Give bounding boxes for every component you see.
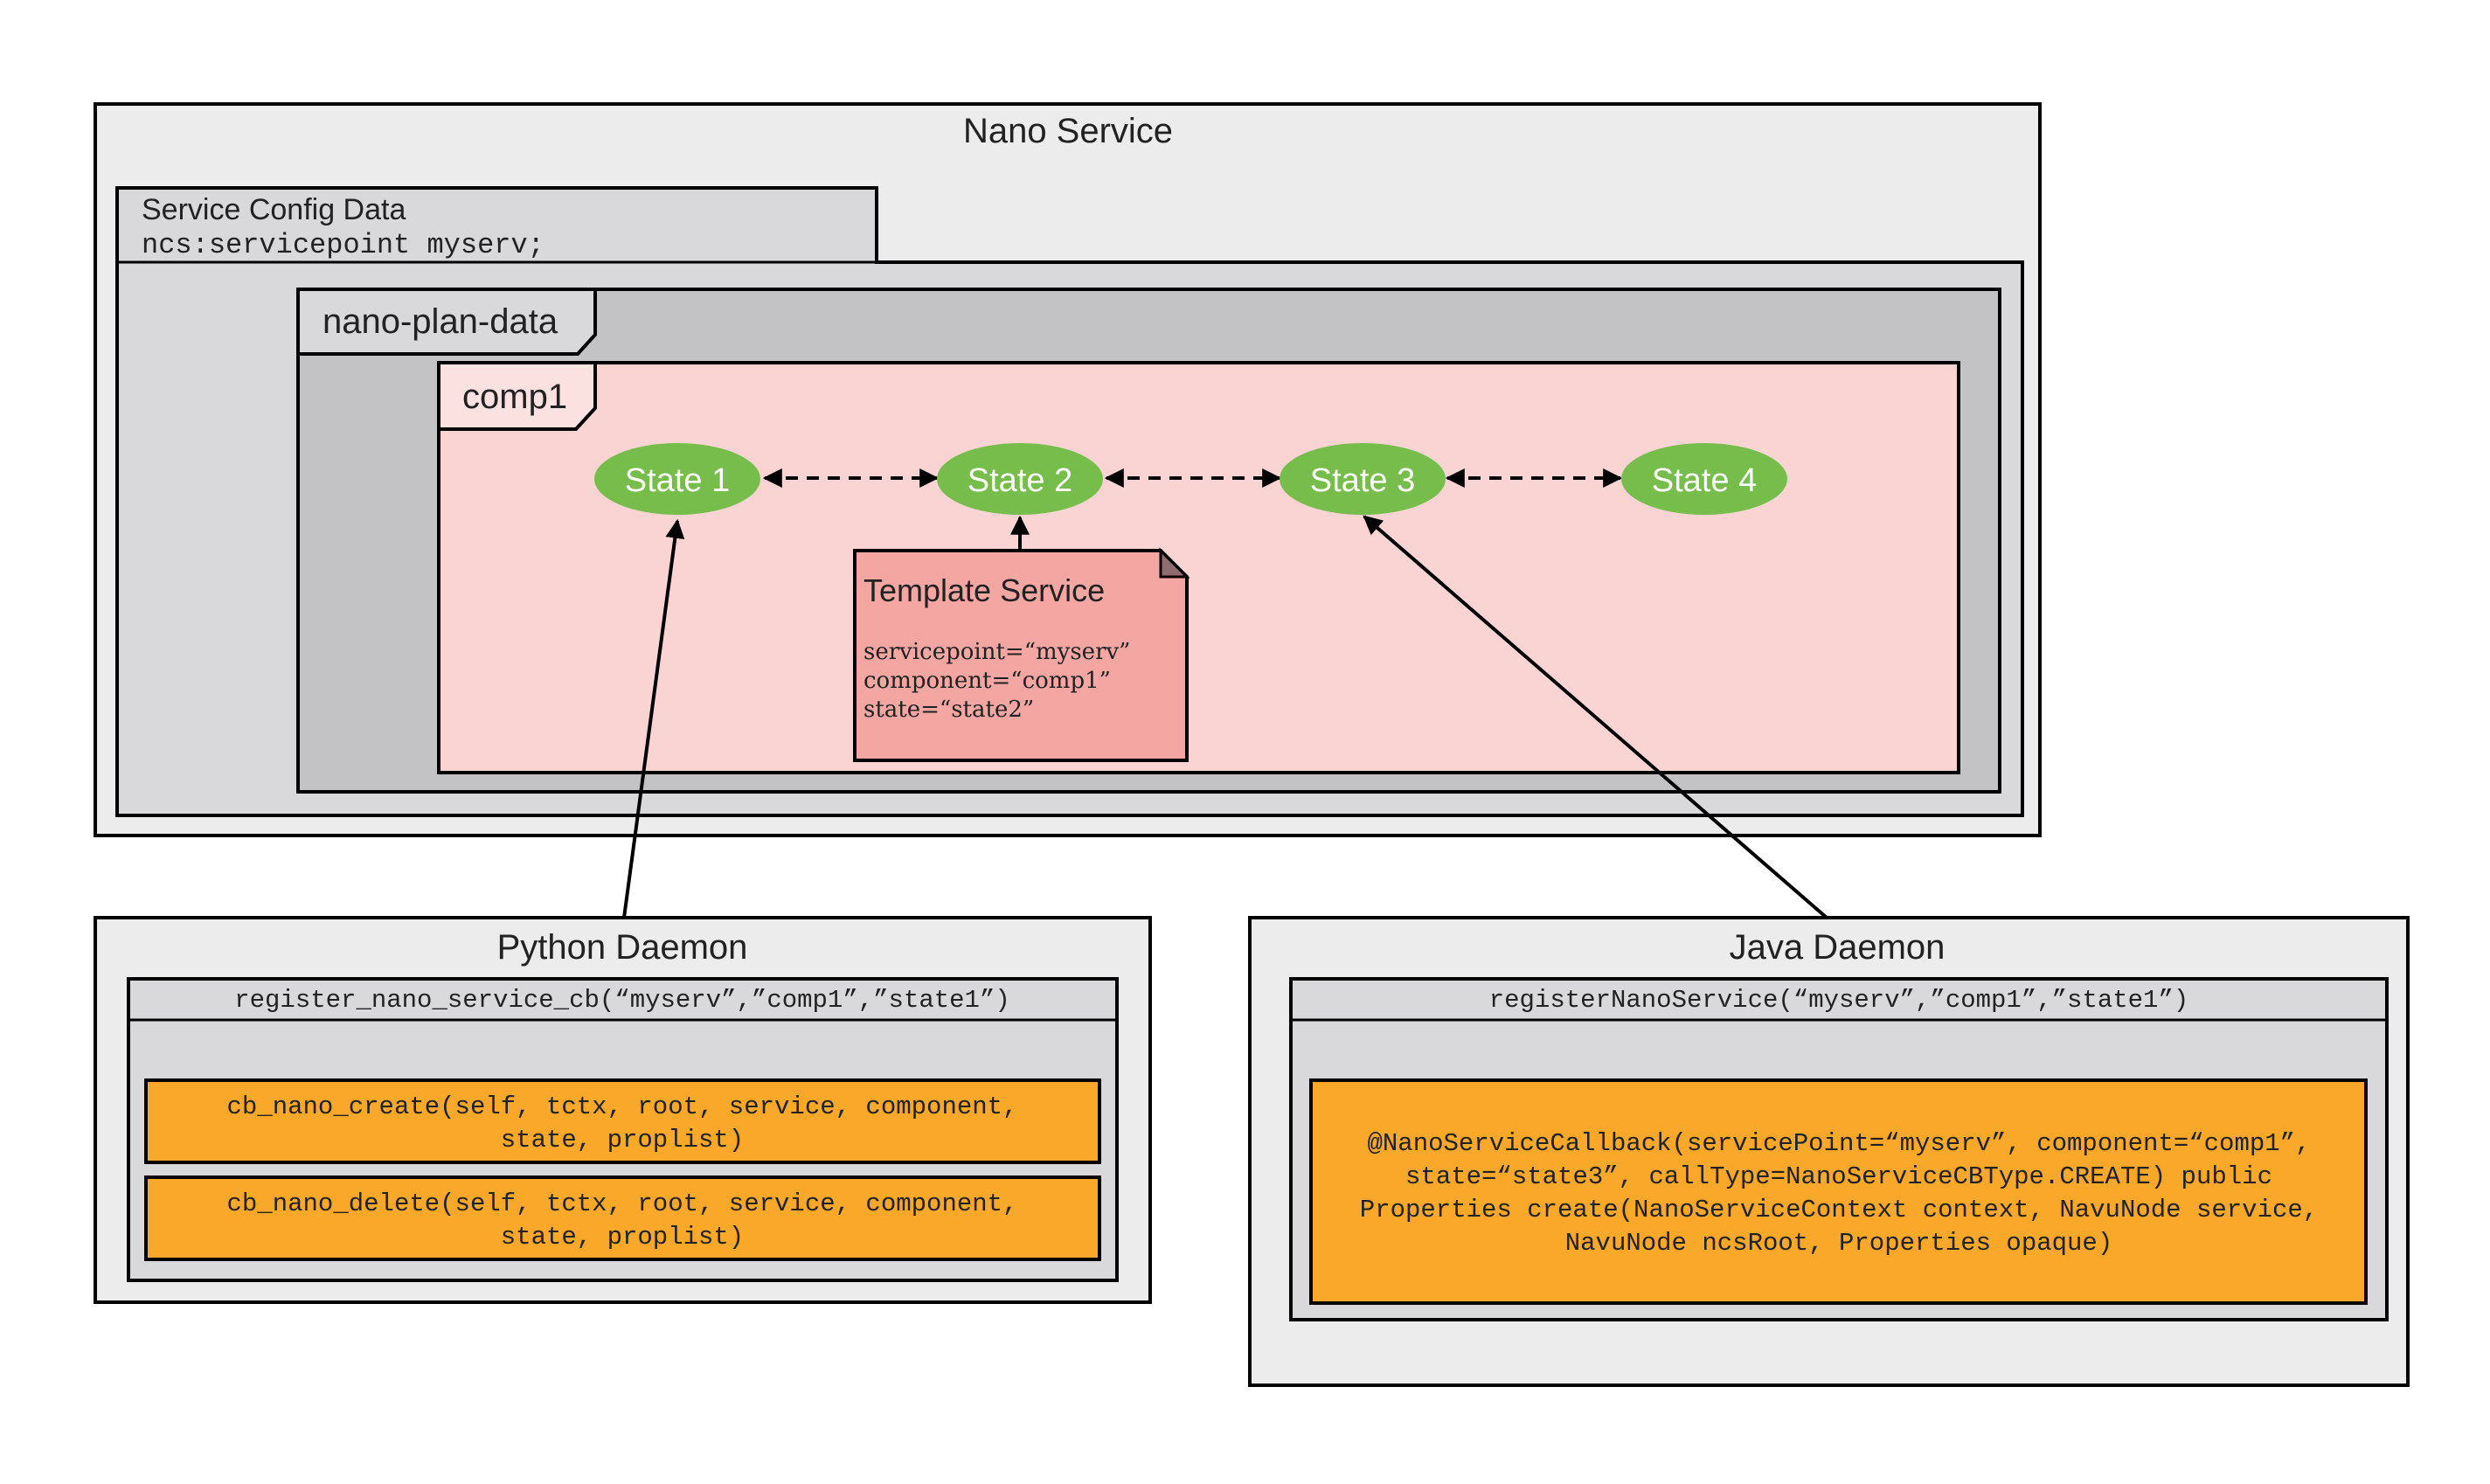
state-1: State 1 bbox=[594, 443, 760, 515]
python-callback-delete: cb_nano_delete(self, tctx, root, service… bbox=[144, 1175, 1101, 1261]
java-callback-create: @NanoServiceCallback(servicePoint=“myser… bbox=[1309, 1078, 2368, 1305]
state-2-label: State 2 bbox=[968, 462, 1072, 499]
state-3: State 3 bbox=[1280, 443, 1446, 515]
template-line-servicepoint: servicepoint=“myserv” bbox=[864, 639, 1130, 665]
python-callback-create-line2: state, proplist) bbox=[501, 1126, 744, 1155]
java-callback-line4: NavuNode ncsRoot, Properties opaque) bbox=[1565, 1229, 2113, 1258]
java-daemon-box: Java Daemon registerNanoService(“myserv”… bbox=[1248, 916, 2410, 1387]
java-to-state-3-arrow bbox=[1363, 515, 1828, 919]
state-2: State 2 bbox=[937, 443, 1103, 515]
python-register-call: register_nano_service_cb(“myserv”,”comp1… bbox=[234, 986, 1010, 1015]
python-to-state-1-arrow bbox=[622, 518, 685, 919]
python-daemon-title: Python Daemon bbox=[497, 928, 748, 967]
template-service-note: Template Service servicepoint=“myserv” c… bbox=[853, 547, 1190, 762]
service-config-title: Service Config Data bbox=[142, 193, 406, 226]
python-daemon-box: Python Daemon register_nano_service_cb(“… bbox=[94, 916, 1152, 1304]
template-service-title: Template Service bbox=[864, 572, 1105, 608]
java-callback-line1: @NanoServiceCallback(servicePoint=“myser… bbox=[1368, 1129, 2311, 1158]
python-callback-delete-line2: state, proplist) bbox=[501, 1223, 744, 1252]
python-callback-delete-line1: cb_nano_delete(self, tctx, root, service… bbox=[227, 1189, 1018, 1218]
java-daemon-title: Java Daemon bbox=[1730, 928, 1946, 967]
python-callback-create-line1: cb_nano_create(self, tctx, root, service… bbox=[227, 1092, 1018, 1121]
template-line-state: state=“state2” bbox=[864, 697, 1034, 723]
state-4: State 4 bbox=[1621, 443, 1787, 515]
service-config-code: ncs:servicepoint myserv; bbox=[142, 229, 544, 261]
state-3-label: State 3 bbox=[1310, 462, 1415, 499]
component-label: comp1 bbox=[462, 378, 567, 416]
state-1-label: State 1 bbox=[625, 462, 730, 499]
nano-plan-data-label: nano-plan-data bbox=[323, 302, 558, 341]
java-register-call: registerNanoService(“myserv”,”comp1”,”st… bbox=[1489, 986, 2189, 1015]
java-callback-line3: Properties create(NanoServiceContext con… bbox=[1360, 1196, 2318, 1224]
python-callback-create: cb_nano_create(self, tctx, root, service… bbox=[144, 1078, 1101, 1164]
state-4-label: State 4 bbox=[1652, 462, 1757, 499]
component-box: comp1 bbox=[437, 361, 1960, 774]
template-line-component: component=“comp1” bbox=[864, 668, 1111, 694]
java-callback-line2: state=“state3”, callType=NanoServiceCBTy… bbox=[1405, 1162, 2272, 1191]
nano-service-title: Nano Service bbox=[963, 112, 1173, 150]
